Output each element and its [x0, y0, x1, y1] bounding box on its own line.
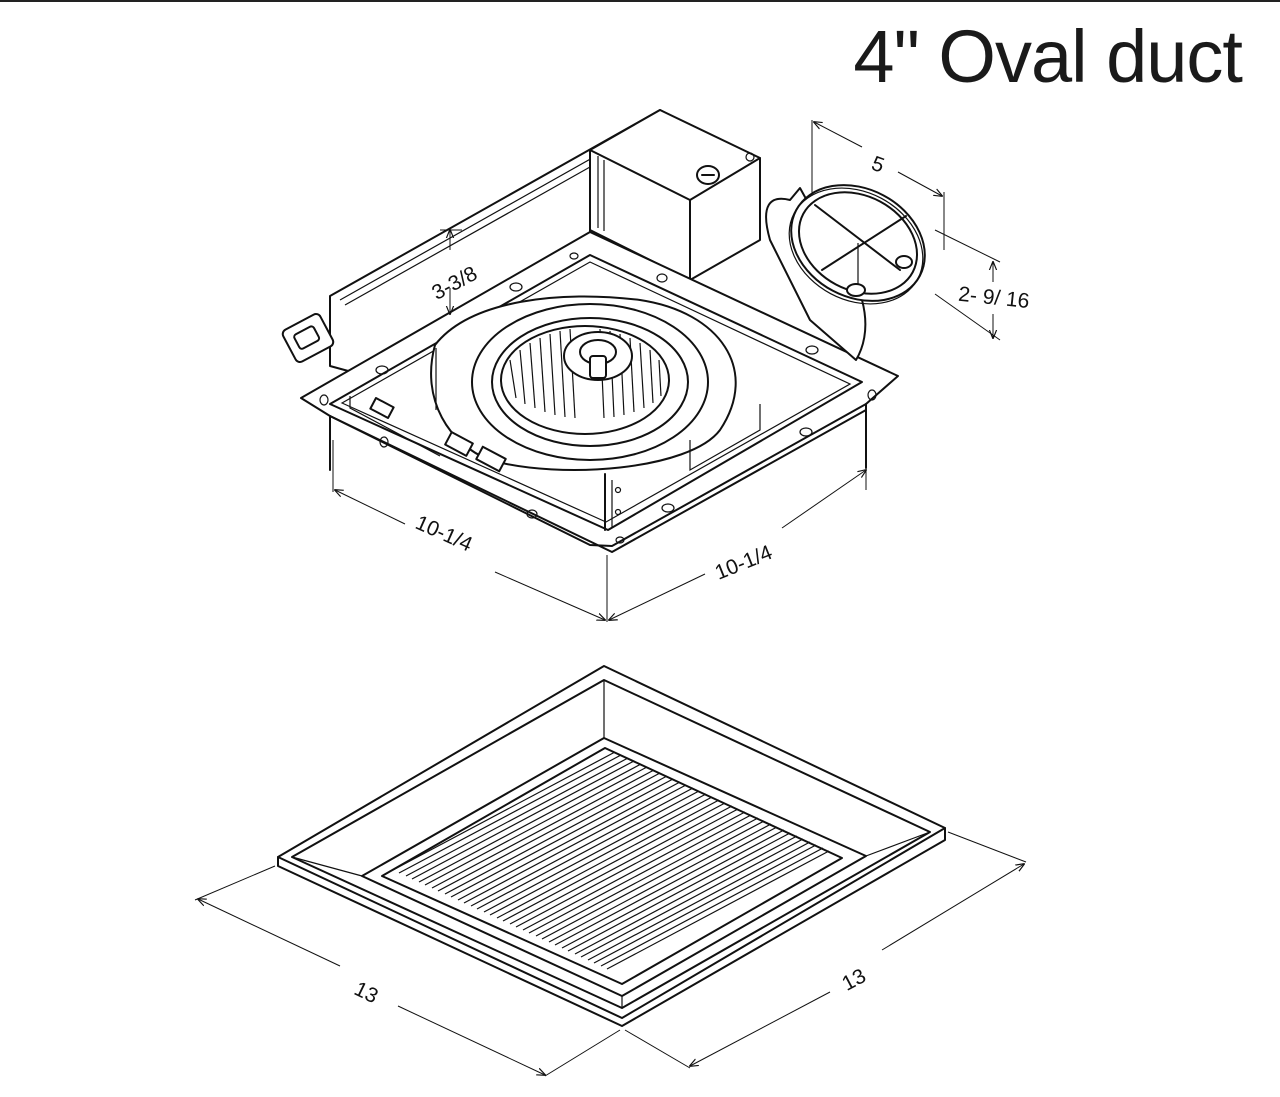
fan-housing: [281, 109, 926, 553]
diagram-title: 4" Oval duct: [853, 15, 1243, 98]
grille-louvers: [392, 751, 830, 970]
mounting-holes: [319, 252, 877, 544]
dim-grille-left: 13: [351, 977, 382, 1008]
top-rule: [0, 0, 1280, 2]
blower-wheel: [430, 295, 737, 471]
dim-housing-left: 10-1/4: [412, 511, 476, 556]
oval-duct-collar: [765, 184, 926, 361]
dim-duct-length: 5: [868, 152, 887, 178]
junction-box: [589, 109, 761, 281]
dim-housing-right: 10-1/4: [712, 541, 776, 585]
knockout-icon: [696, 165, 720, 185]
dim-duct-height: 2- 9/ 16: [957, 283, 1030, 313]
grille: [277, 665, 946, 1027]
dim-grille-right: 13: [838, 964, 869, 995]
cord-connector: [281, 313, 335, 363]
